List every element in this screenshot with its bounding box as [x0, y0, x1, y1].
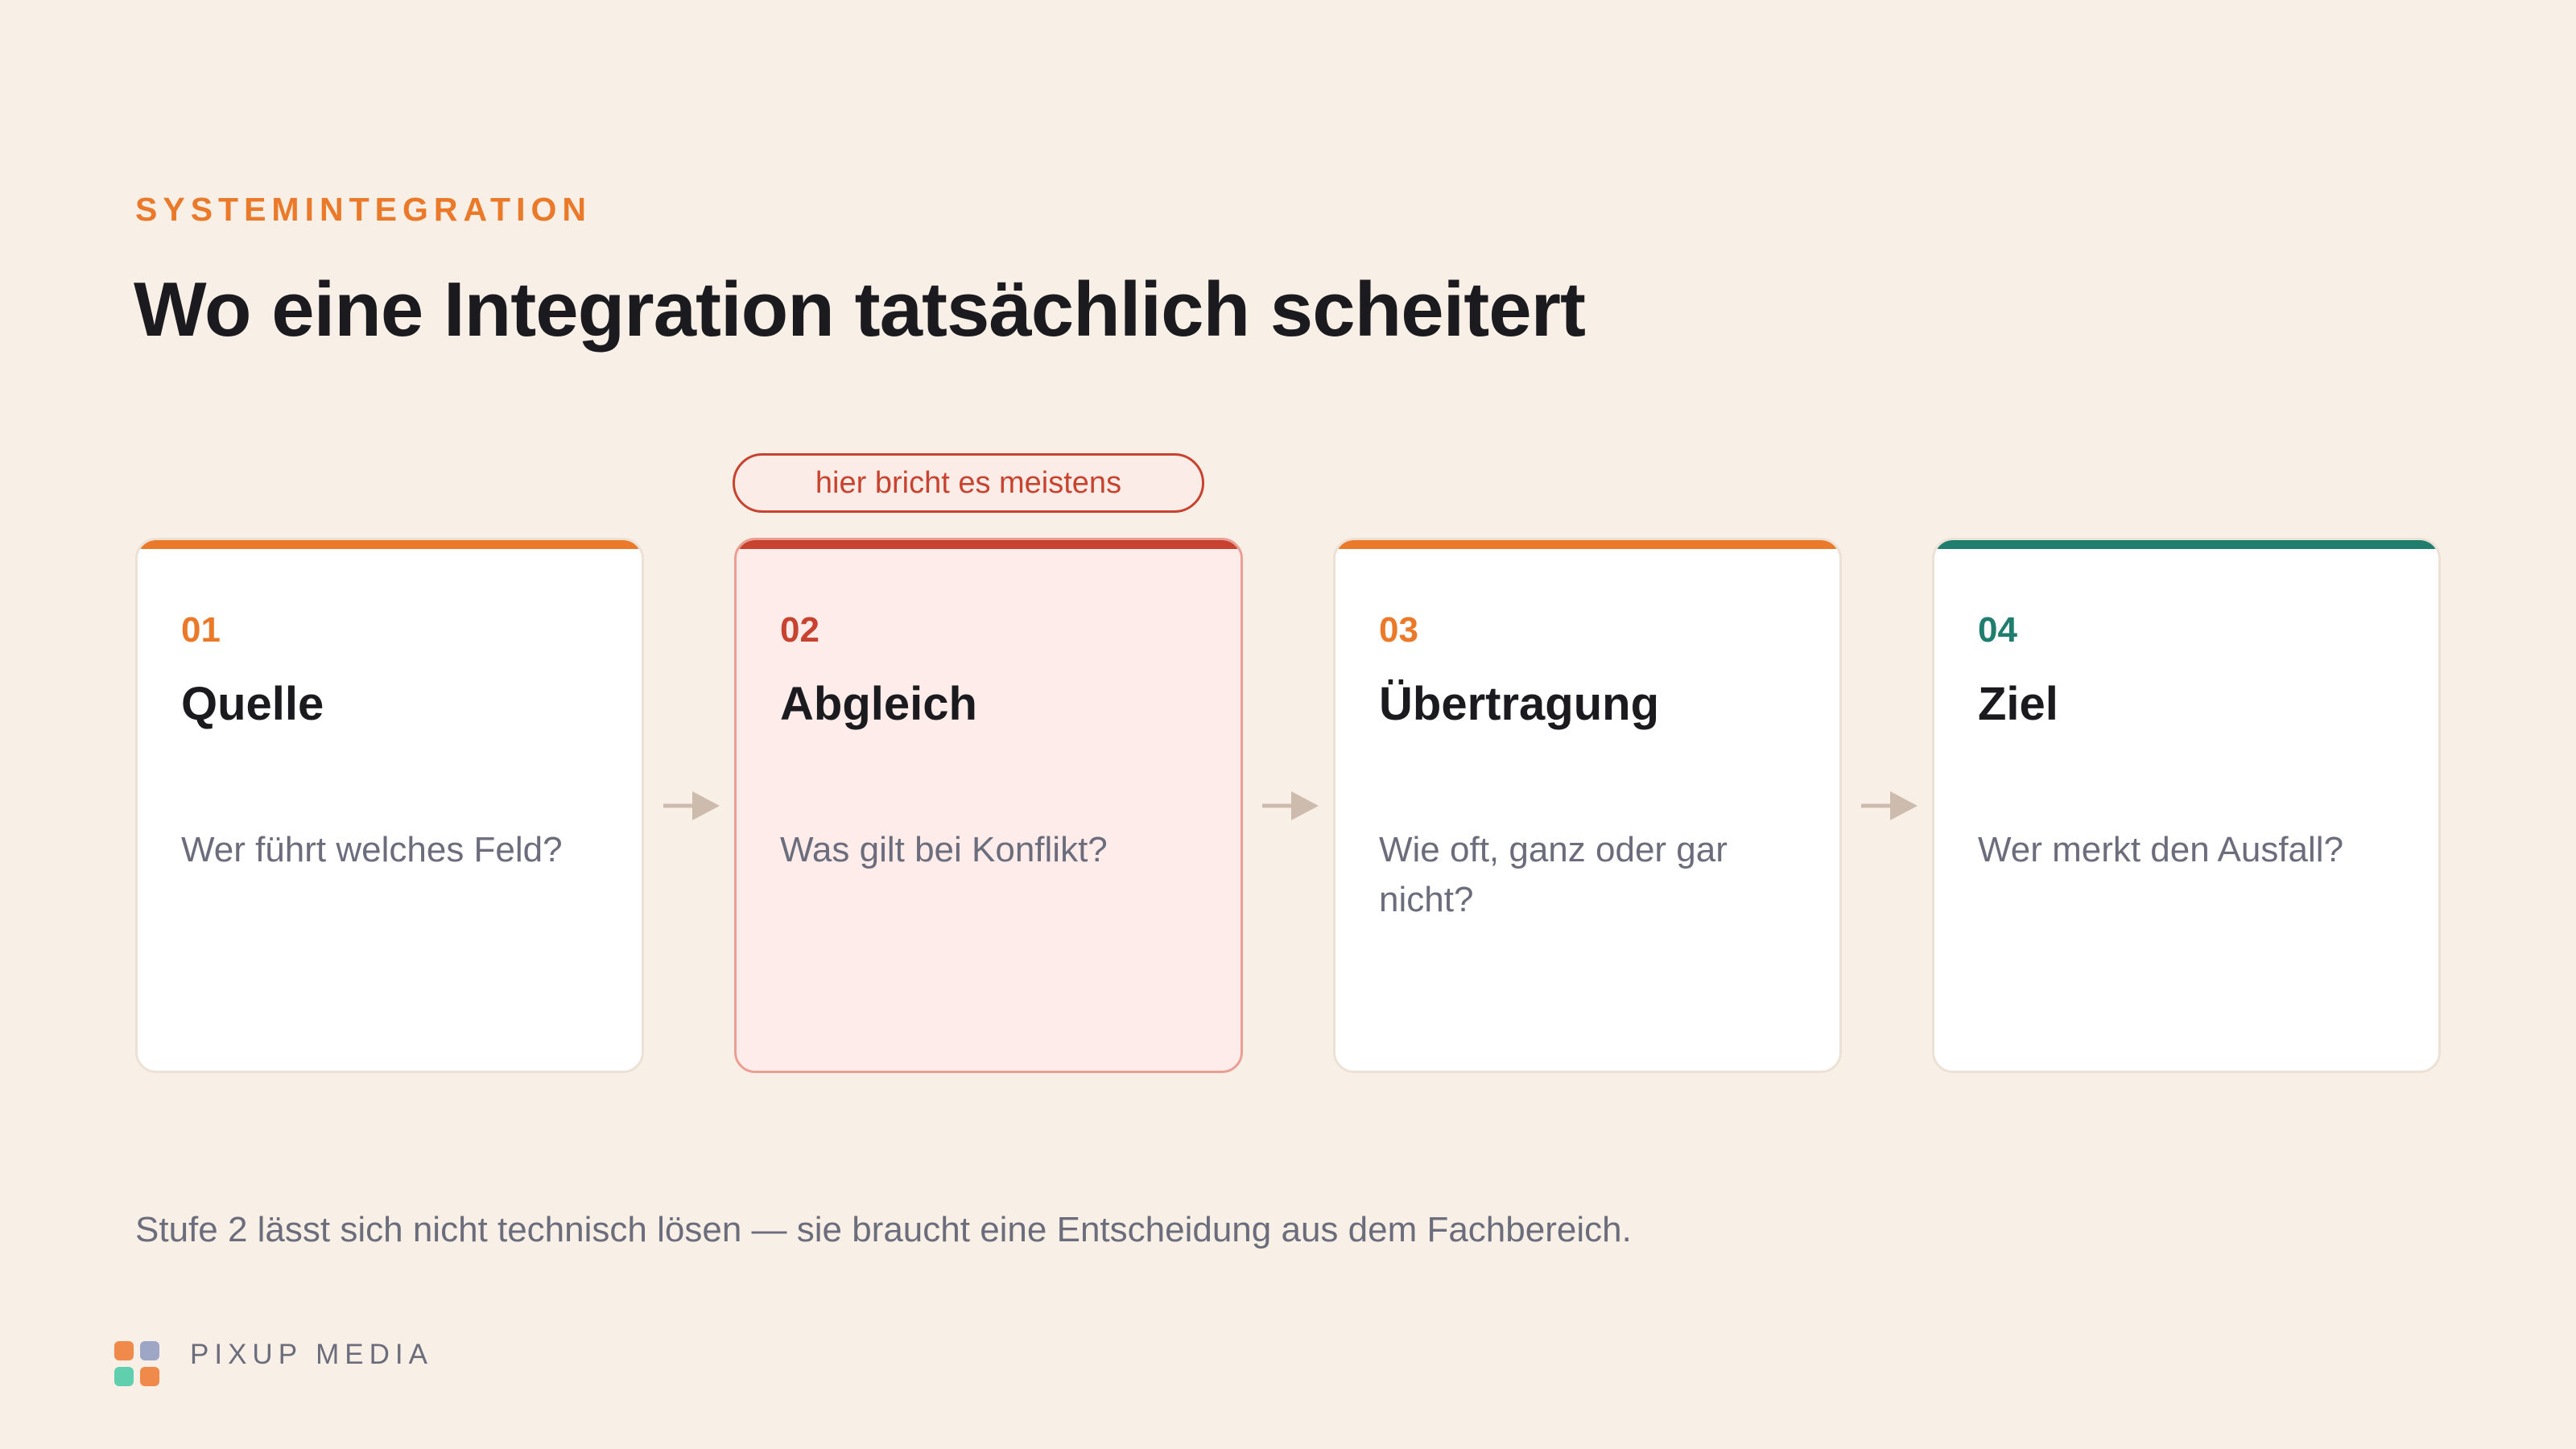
step-name: Quelle — [181, 678, 324, 730]
step-card-3: 03 Übertragung Wie oft, ganz oder gar ni… — [1333, 538, 1842, 1073]
step-name: Abgleich — [780, 678, 977, 730]
step-number: 01 — [181, 610, 221, 650]
step-question: Wie oft, ganz oder gar nicht? — [1379, 830, 1728, 919]
step-question: Wer merkt den Ausfall? — [1978, 830, 2344, 869]
step-number: 02 — [780, 610, 819, 650]
step-number: 03 — [1379, 610, 1418, 650]
arrow-right-icon — [1262, 791, 1319, 820]
callout-badge: hier bricht es meistens — [733, 453, 1204, 513]
step-question: Wer führt welches Feld? — [181, 830, 563, 869]
step-name: Ziel — [1978, 678, 2058, 730]
step-number: 04 — [1978, 610, 2017, 650]
eyebrow-label: SYSTEMINTEGRATION — [135, 191, 592, 228]
page-title: Wo eine Integration tatsächlich scheiter… — [134, 266, 1586, 353]
step-accent-bar — [138, 540, 642, 549]
step-accent-bar — [1934, 540, 2438, 549]
arrow-right-icon — [1861, 791, 1918, 820]
step-card-1: 01 Quelle Wer führt welches Feld? — [135, 538, 644, 1073]
step-card-4: 04 Ziel Wer merkt den Ausfall? — [1932, 538, 2441, 1073]
brand-name: PIXUP MEDIA — [190, 1339, 433, 1370]
step-accent-bar — [1335, 540, 1839, 549]
arrow-right-icon — [663, 791, 720, 820]
brand-logo-icon — [114, 1341, 159, 1386]
step-name: Übertragung — [1379, 678, 1659, 730]
footnote: Stufe 2 lässt sich nicht technisch lösen… — [135, 1210, 1632, 1249]
step-question: Was gilt bei Konflikt? — [780, 830, 1108, 869]
step-accent-bar — [737, 540, 1241, 549]
step-card-2: 02 Abgleich Was gilt bei Konflikt? — [734, 538, 1243, 1073]
